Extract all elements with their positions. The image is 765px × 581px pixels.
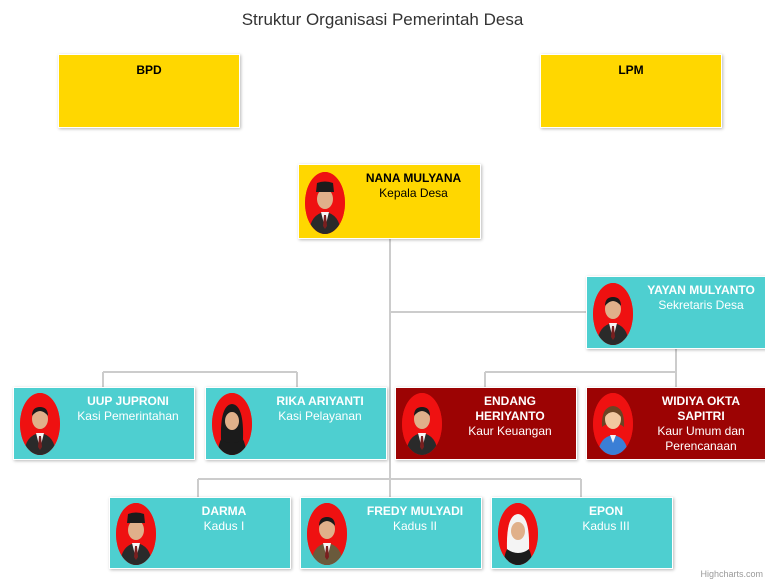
- node-kasi-pemerintahan[interactable]: UUP JUPRONI Kasi Pemerintahan: [13, 387, 195, 460]
- node-kasi-pelayanan-title: Kasi Pelayanan: [278, 409, 362, 423]
- connector-kaur-bus: [485, 371, 677, 388]
- node-kaur-keuangan-photo: [402, 393, 442, 455]
- node-sekretaris-desa-title: Sekretaris Desa: [658, 298, 744, 312]
- node-kadus-3[interactable]: EPON Kadus III: [491, 497, 673, 569]
- node-sekretaris-desa-photo: [593, 283, 633, 345]
- node-kadus-2-photo: [307, 503, 347, 565]
- node-kaur-keuangan-name: ENDANG HERIYANTO: [475, 394, 545, 423]
- node-kadus-2-title: Kadus II: [392, 519, 438, 533]
- node-kepala-desa-photo: [305, 172, 345, 234]
- node-sekretaris-desa-name: YAYAN MULYANTO: [647, 283, 755, 297]
- node-kaur-keuangan[interactable]: ENDANG HERIYANTO Kaur Keuangan: [395, 387, 577, 460]
- node-lpm-name: LPM: [618, 63, 644, 77]
- node-bpd-name: BPD: [136, 63, 162, 77]
- node-kasi-pelayanan-photo: [212, 393, 252, 455]
- node-kaur-umum[interactable]: WIDIYA OKTA SAPITRI Kaur Umum dan Perenc…: [586, 387, 765, 460]
- node-kadus-2-name: FREDY MULYADI: [366, 504, 464, 518]
- node-kaur-keuangan-title: Kaur Keuangan: [468, 424, 552, 438]
- node-kasi-pelayanan-text: RIKA ARIYANTI Kasi Pelayanan: [258, 394, 382, 424]
- node-kepala-desa-text: NANA MULYANA Kepala Desa: [351, 171, 476, 201]
- node-kepala-desa[interactable]: NANA MULYANA Kepala Desa: [298, 164, 481, 239]
- node-kasi-pemerintahan-title: Kasi Pemerintahan: [77, 409, 179, 423]
- connector-lines: [102, 237, 677, 498]
- node-kasi-pelayanan-name: RIKA ARIYANTI: [276, 394, 364, 408]
- node-bpd[interactable]: BPD: [58, 54, 240, 128]
- node-sekretaris-desa-text: YAYAN MULYANTO Sekretaris Desa: [639, 283, 763, 313]
- node-kepala-desa-title: Kepala Desa: [379, 186, 448, 200]
- node-kadus-3-photo: [498, 503, 538, 565]
- node-kadus-2-text: FREDY MULYADI Kadus II: [353, 504, 477, 534]
- node-lpm[interactable]: LPM: [540, 54, 722, 128]
- node-kaur-umum-name: WIDIYA OKTA SAPITRI: [661, 394, 741, 423]
- node-kaur-umum-photo: [593, 393, 633, 455]
- node-kadus-1-photo: [116, 503, 156, 565]
- node-kadus-2[interactable]: FREDY MULYADI Kadus II: [300, 497, 482, 569]
- node-kadus-1[interactable]: DARMA Kadus I: [109, 497, 291, 569]
- credits-link[interactable]: Highcharts.com: [700, 569, 763, 579]
- node-kadus-1-name: DARMA: [201, 504, 247, 518]
- node-kadus-1-title: Kadus I: [203, 519, 245, 533]
- node-kadus-3-text: EPON Kadus III: [544, 504, 668, 534]
- node-kadus-3-title: Kadus III: [582, 519, 630, 533]
- node-kadus-3-name: EPON: [588, 504, 623, 518]
- node-kaur-keuangan-text: ENDANG HERIYANTO Kaur Keuangan: [448, 394, 572, 439]
- node-kasi-pemerintahan-name: UUP JUPRONI: [87, 394, 169, 408]
- node-sekretaris-desa[interactable]: YAYAN MULYANTO Sekretaris Desa: [586, 276, 765, 349]
- node-kadus-1-text: DARMA Kadus I: [162, 504, 286, 534]
- node-kasi-pemerintahan-photo: [20, 393, 60, 455]
- chart-title: Struktur Organisasi Pemerintah Desa: [241, 10, 524, 29]
- node-kaur-umum-title: Kaur Umum dan Perencanaan: [657, 424, 745, 453]
- node-kasi-pelayanan[interactable]: RIKA ARIYANTI Kasi Pelayanan: [205, 387, 387, 460]
- node-kaur-umum-text: WIDIYA OKTA SAPITRI Kaur Umum dan Perenc…: [639, 394, 763, 454]
- node-kepala-desa-name: NANA MULYANA: [365, 171, 462, 185]
- node-kasi-pemerintahan-text: UUP JUPRONI Kasi Pemerintahan: [66, 394, 190, 424]
